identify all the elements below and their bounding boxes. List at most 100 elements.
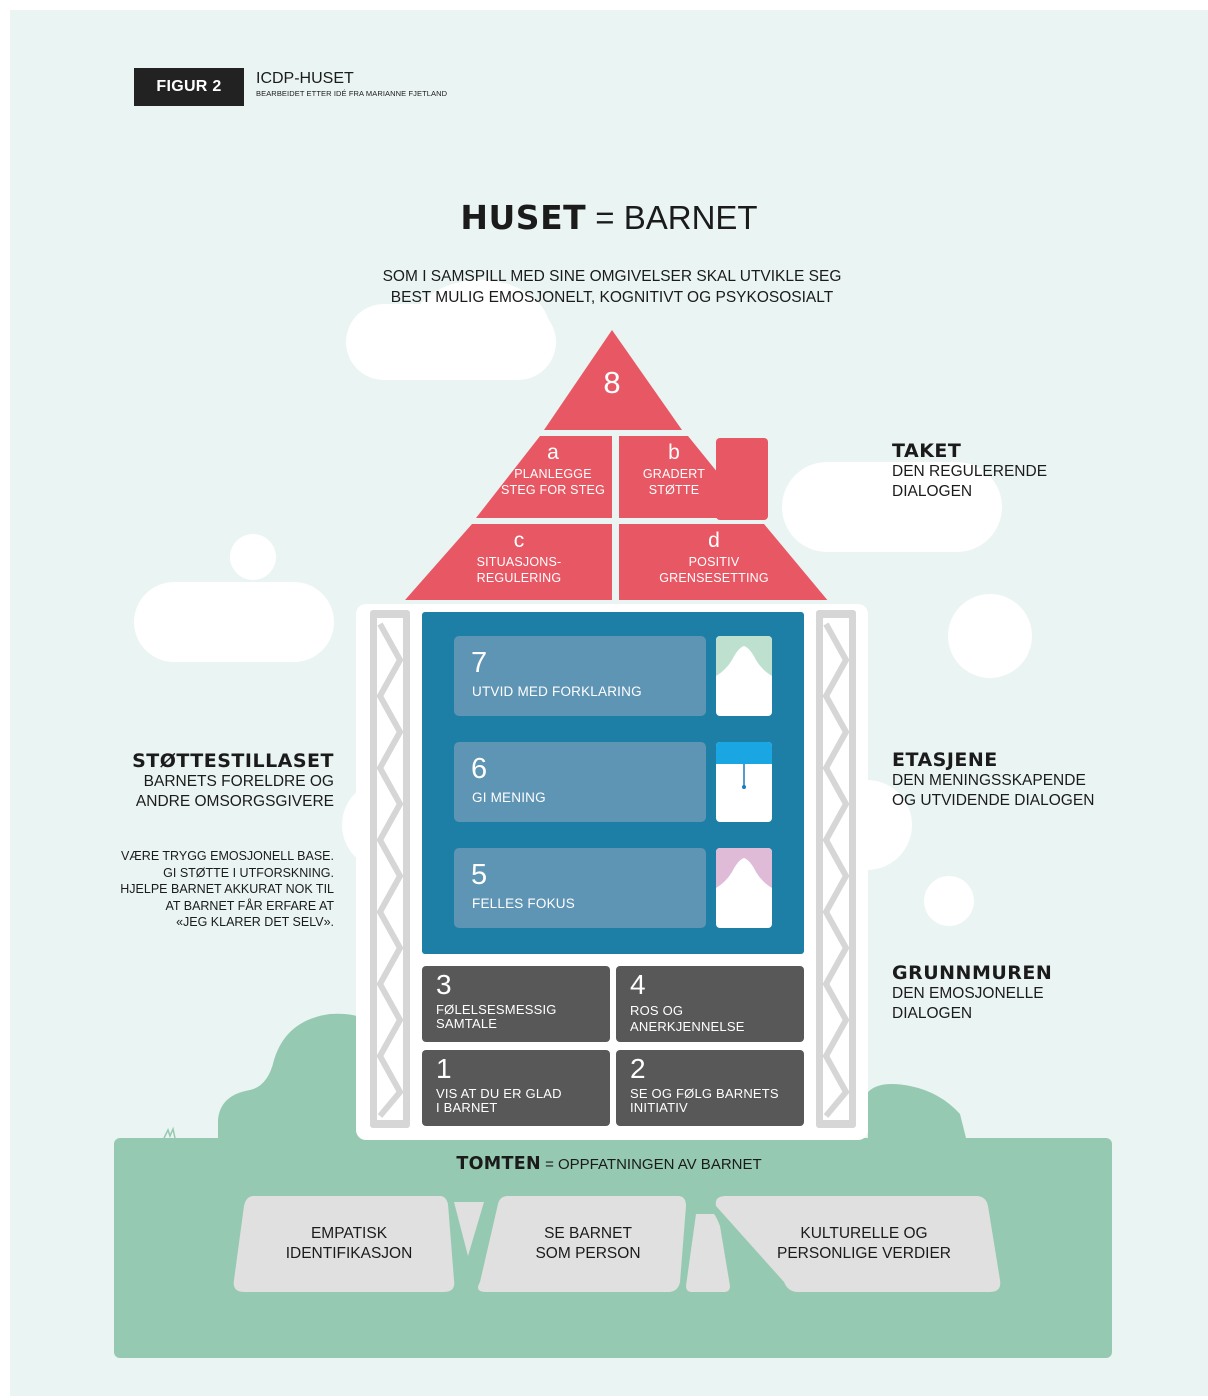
cloud — [134, 582, 334, 662]
headline-strong: HUSET — [460, 198, 587, 237]
label-etasjene: ETASJENE DEN MENINGSSKAPENDE OG UTVIDEND… — [892, 749, 1094, 811]
note-line: GI STØTTE I UTFORSKNING. — [163, 865, 334, 880]
cloud — [948, 594, 1032, 678]
foundation-2-line2: INITIATIV — [630, 1099, 688, 1115]
floor-7-number: 7 — [471, 647, 488, 679]
stone-2-text: SE BARNET SOM PERSON — [488, 1224, 688, 1264]
stottestillaset-title: STØTTESTILLASET — [132, 750, 334, 772]
stottestillaset-notes: VÆRE TRYGG EMOSJONELL BASE. GI STØTTE I … — [70, 848, 334, 931]
foundation-4-line1: ROS OG — [630, 1003, 684, 1018]
stone-1-line2: IDENTIFIKASJON — [285, 1245, 413, 1262]
roof-a-text: a PLANLEGGE STEG FOR STEG — [488, 442, 618, 498]
stone-3 — [715, 1196, 1001, 1292]
foundation-4: 4 ROS OG ANERKJENNELSE — [616, 966, 804, 1042]
note-line: HJELPE BARNET AKKURAT NOK TIL — [120, 882, 334, 896]
subheadline-line2: BEST MULIG EMOSJONELT, KOGNITIVT OG PSYK… — [390, 289, 834, 306]
left-hill — [218, 1013, 370, 1138]
stone-3-line1: KULTURELLE OG — [800, 1225, 928, 1242]
roof-b-letter: b — [668, 441, 680, 464]
roof-c-line2: REGULERING — [476, 571, 562, 585]
stone-2-line1: SE BARNET — [544, 1225, 632, 1242]
foundation-3-line1: FØLELSESMESSIG — [436, 1002, 557, 1017]
label-stottestillaset: STØTTESTILLASET BARNETS FORELDRE OG ANDR… — [70, 750, 334, 812]
stone-wedge-1 — [454, 1202, 484, 1256]
tomten-heading: TOMTEN = OPPFATNINGEN AV BARNET — [10, 1154, 1208, 1174]
stones-svg — [233, 1196, 1001, 1292]
scaffold-left — [370, 610, 410, 1128]
roof-a-line2: STEG FOR STEG — [501, 483, 605, 497]
foundation-2-label: SE OG FØLG BARNETS INITIATIV — [630, 1087, 779, 1114]
foundation-2-number: 2 — [630, 1053, 646, 1084]
foundation-1-line2: I BARNET — [436, 1099, 498, 1115]
stone-2 — [478, 1196, 686, 1292]
grass-tuft — [939, 1126, 952, 1139]
taket-line1: DEN REGULERENDE — [892, 463, 1048, 480]
roof-d-text: d POSITIV GRENSESETTING — [644, 530, 784, 586]
right-hill — [868, 1084, 966, 1138]
cloud — [410, 280, 550, 380]
foundation-4-number: 4 — [630, 969, 646, 1000]
roof-b-line2: STØTTE — [648, 483, 700, 497]
foundation-3-line2: SAMTALE — [436, 1015, 498, 1031]
stone-2-line2: SOM PERSON — [535, 1245, 641, 1262]
roof-d — [619, 524, 828, 600]
foundation-4-label: ROS OG ANERKJENNELSE — [630, 1003, 745, 1035]
roof-b-text: b GRADERT STØTTE — [622, 442, 726, 498]
grunnmuren-title: GRUNNMUREN — [892, 962, 1053, 984]
roof-c-line1: SITUASJONS- — [476, 555, 562, 569]
stone-3-text: KULTURELLE OG PERSONLIGE VERDIER — [754, 1224, 974, 1264]
foundation-3-number: 3 — [436, 969, 452, 1000]
figure-title: ICDP-HUSET — [256, 70, 354, 87]
foundation-3-label: FØLELSESMESSIG SAMTALE — [436, 1003, 557, 1030]
note-line: AT BARNET FÅR ERFARE AT — [165, 898, 334, 913]
foundation-3: 3 FØLELSESMESSIG SAMTALE — [422, 966, 610, 1042]
scaffold-right — [816, 610, 856, 1128]
window-green-curtains — [716, 636, 772, 716]
label-taket: TAKET DEN REGULERENDE DIALOGEN — [892, 440, 1047, 502]
stottestillaset-line2: ANDRE OMSORGSGIVERE — [135, 793, 334, 810]
grass-tuft — [163, 1126, 176, 1139]
foundation-1: 1 VIS AT DU ER GLAD I BARNET — [422, 1050, 610, 1126]
note-line: «JEG KLARER DET SELV». — [176, 915, 334, 929]
roof-d-line2: GRENSESETTING — [659, 571, 769, 585]
cloud — [924, 876, 974, 926]
stone-wedge-2 — [686, 1214, 730, 1292]
roof-8-label: 8 — [603, 365, 621, 400]
foundation-1-line1: VIS AT DU ER GLAD — [436, 1086, 562, 1101]
foundation-2-line1: SE OG FØLG BARNETS — [630, 1086, 779, 1101]
floor-6-label: GI MENING — [472, 790, 546, 805]
grunnmuren-line1: DEN EMOSJONELLE — [892, 985, 1044, 1002]
floor-5: 5 FELLES FOKUS — [454, 848, 706, 928]
roof-a — [476, 436, 612, 518]
chimney — [716, 438, 768, 520]
roof-b-line1: GRADERT — [642, 467, 706, 481]
taket-line2: DIALOGEN — [892, 483, 973, 500]
stone-3-line2: PERSONLIGE VERDIER — [777, 1245, 951, 1262]
taket-title: TAKET — [892, 440, 962, 462]
floor-7: 7 UTVID MED FORKLARING — [454, 636, 706, 716]
tomten-strong: TOMTEN — [456, 1154, 541, 1174]
floor-6: 6 GI MENING — [454, 742, 706, 822]
etasjene-line2: OG UTVIDENDE DIALOGEN — [892, 792, 1095, 809]
foundation-2: 2 SE OG FØLG BARNETS INITIATIV — [616, 1050, 804, 1126]
cloud — [782, 462, 1002, 552]
roof-c — [405, 524, 612, 600]
roof-b — [619, 436, 722, 518]
foundation-1-label: VIS AT DU ER GLAD I BARNET — [436, 1087, 562, 1114]
floor-6-number: 6 — [471, 753, 488, 785]
roof-8 — [544, 330, 682, 430]
roof-c-text: c SITUASJONS- REGULERING — [454, 530, 584, 586]
grunnmuren-line2: DIALOGEN — [892, 1005, 973, 1022]
figure-badge: FIGUR 2 — [134, 68, 244, 106]
note-line: VÆRE TRYGG EMOSJONELL BASE. — [120, 849, 334, 863]
foundation-4-line2: ANERKJENNELSE — [630, 1019, 745, 1034]
floor-5-label: FELLES FOKUS — [472, 896, 575, 911]
stone-1 — [233, 1196, 455, 1292]
window-blind — [716, 742, 772, 822]
foundation-1-number: 1 — [436, 1053, 452, 1084]
subheadline: SOM I SAMSPILL MED SINE OMGIVELSER SKAL … — [310, 266, 914, 308]
subheadline-line1: SOM I SAMSPILL MED SINE OMGIVELSER SKAL … — [382, 268, 842, 285]
stottestillaset-line1: BARNETS FORELDRE OG — [143, 773, 334, 790]
roof-d-letter: d — [708, 529, 720, 552]
window-pink-curtains — [716, 848, 772, 928]
